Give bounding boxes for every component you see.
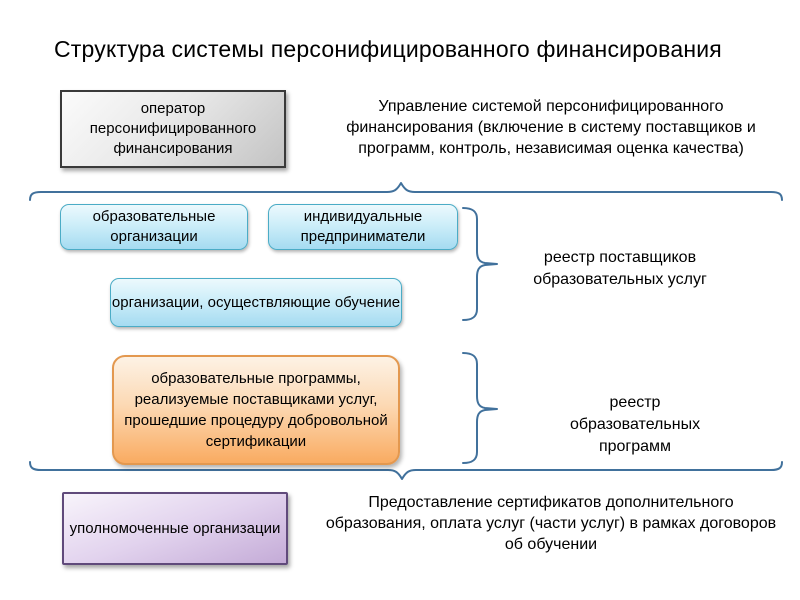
training-orgs-box: организации, осуществляющие обучение — [110, 278, 402, 327]
authorized-box: уполномоченные организации — [62, 492, 288, 565]
providers-registry-label: реестр поставщиков образовательных услуг — [533, 249, 707, 288]
edu-orgs-box-label: образовательные организации — [92, 208, 216, 245]
operator-box-label: оператор персонифицированного финансиров… — [89, 100, 257, 157]
programs-brace — [462, 352, 498, 464]
training-orgs-box-label: организации, осуществляющие обучение — [111, 293, 401, 311]
providers-brace — [462, 207, 498, 321]
management-annotation: Управление системой персонифицированного… — [346, 98, 756, 157]
programs-registry-label: реестр образовательных программ — [569, 394, 701, 455]
programs-box: образовательные программы, реализуемые п… — [112, 355, 400, 465]
edu-orgs-box: образовательные организации — [60, 204, 248, 250]
entrepreneurs-box: индивидуальные предприниматели — [268, 204, 458, 250]
entrepreneurs-box-label: индивидуальные предприниматели — [300, 208, 426, 245]
certificates-annotation: Предоставление сертификатов дополнительн… — [325, 494, 777, 553]
programs-box-label: образовательные программы, реализуемые п… — [124, 370, 388, 450]
top-brace — [29, 182, 783, 201]
page-title: Структура системы персонифицированного ф… — [54, 36, 722, 62]
operator-box: оператор персонифицированного финансиров… — [60, 90, 286, 168]
authorized-box-label: уполномоченные организации — [69, 519, 281, 537]
